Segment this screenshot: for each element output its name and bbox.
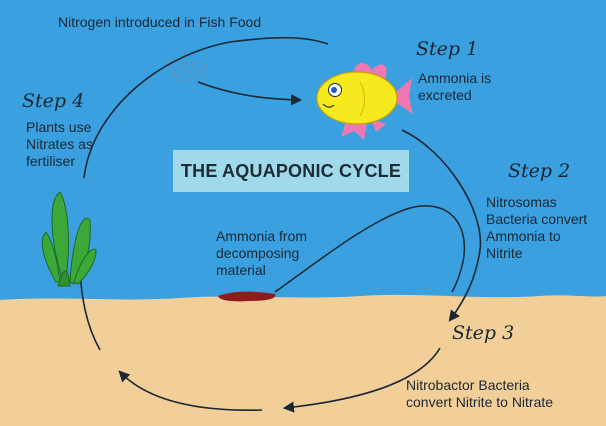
step-1-line: Ammonia is [418, 70, 491, 87]
decomposing-label: Ammonia from decomposing material [216, 228, 307, 279]
step-4-text: Plants use Nitrates as fertiliser [26, 119, 93, 170]
step-3-line: Nitrobactor Bacteria [406, 377, 553, 394]
step-1-heading: Step 1 [416, 38, 478, 60]
decomposing-line: Ammonia from [216, 228, 307, 245]
step-4-line: Nitrates as [26, 136, 93, 153]
step-1-line: excreted [418, 87, 491, 104]
step-2-text: Nitrosomas Bacteria convert Ammonia to N… [486, 194, 587, 262]
step-2-line: Ammonia to [486, 228, 587, 245]
fish-food-label: Nitrogen introduced in Fish Food [58, 14, 261, 31]
step-4-heading: Step 4 [22, 90, 84, 112]
step-4-line: Plants use [26, 119, 93, 136]
step-3-line: convert Nitrite to Nitrate [406, 394, 553, 411]
step-4-line: fertiliser [26, 153, 93, 170]
step-2-line: Bacteria convert [486, 211, 587, 228]
step-2-line: Nitrite [486, 245, 587, 262]
step-2-line: Nitrosomas [486, 194, 587, 211]
decomposing-line: material [216, 262, 307, 279]
step-3-text: Nitrobactor Bacteria convert Nitrite to … [406, 377, 553, 411]
step-2-heading: Step 2 [508, 160, 570, 182]
diagram-title: THE AQUAPONIC CYCLE [173, 150, 409, 192]
step-3-heading: Step 3 [452, 322, 514, 344]
step-1-text: Ammonia is excreted [418, 70, 491, 104]
decomposing-line: decomposing [216, 245, 307, 262]
